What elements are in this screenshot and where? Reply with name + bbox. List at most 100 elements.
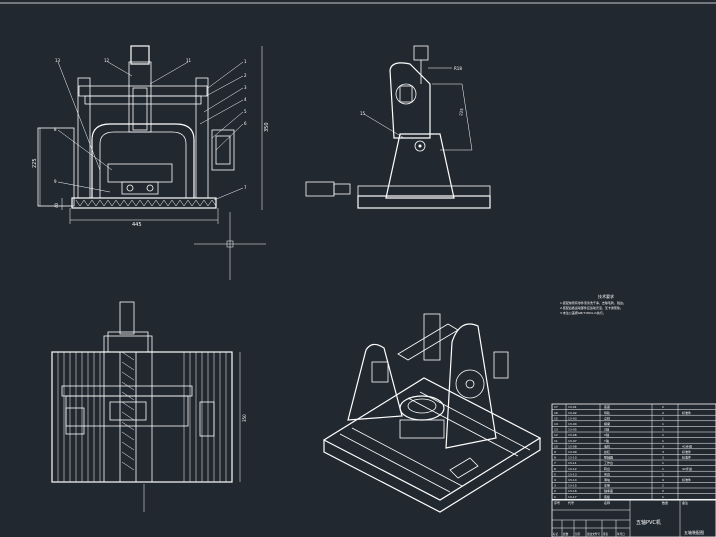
callout-label: 6 — [244, 121, 247, 126]
bom-cell-name: X轴 — [604, 432, 609, 437]
leader-5 — [211, 111, 244, 139]
right-motor-inner — [215, 135, 231, 165]
dim-side-line — [461, 83, 473, 151]
title-row-label: 更改文件号 — [587, 532, 600, 536]
bom-cell-no: 3 — [554, 484, 556, 488]
top-leadscrew — [119, 351, 137, 483]
gantry-rail — [84, 95, 202, 105]
arch-frame — [91, 123, 195, 198]
worktable — [107, 163, 173, 183]
iso-base-side — [323, 438, 541, 513]
bom-cell-name: 立柱 — [604, 415, 610, 420]
ucs-crosshair — [194, 212, 266, 280]
title-text: 五轴PVC机 — [636, 519, 661, 526]
left-bracket — [37, 127, 75, 207]
bom-cell-code: 13-07 — [568, 439, 577, 443]
bom-cell-no: 4 — [554, 478, 556, 482]
top-view[interactable]: 350 — [51, 301, 247, 512]
iso-gantry — [397, 323, 459, 361]
notes-line: 3.未注公差按GB/T1804-m执行。 — [560, 310, 606, 315]
callout-label: 13 — [55, 58, 61, 63]
bom-cell-code: 13-11 — [568, 461, 577, 465]
bom-cell-name: Y轴 — [604, 438, 609, 443]
bom-cell-qty: 2 — [662, 411, 664, 415]
callout-label: 7 — [244, 185, 247, 190]
leader-4 — [199, 99, 244, 125]
title-row-label: 标记 — [553, 532, 559, 536]
iso-rails — [339, 391, 531, 493]
side-rail — [357, 185, 491, 197]
bom-cell-code: 13-05 — [568, 428, 577, 432]
iso-left-upright — [347, 343, 403, 421]
rotary-table — [121, 181, 159, 195]
bom-cell-code: 13-10 — [568, 456, 577, 460]
leader-9 — [57, 181, 111, 193]
front-view[interactable]: 445 350 225 40 13 12 11 1 2 3 4 5 6 7 8 … — [32, 45, 270, 228]
bom-cell-name: 工作台 — [604, 460, 613, 465]
bom-cell-no: 16 — [554, 411, 558, 415]
bom-cell-qty: 2 — [662, 484, 664, 488]
bom-cell-name: 联轴器 — [604, 455, 613, 460]
bom-cell-name: 支架 — [604, 483, 610, 488]
bom-cell-name: 转台 — [604, 466, 610, 471]
callout-label: 1 — [244, 59, 247, 64]
bom-cell-no: 9 — [554, 450, 556, 454]
bom-cell-qty: 1 — [662, 433, 664, 437]
bom-cell-no: 14 — [554, 422, 558, 426]
bom-cell-name: 底座 — [604, 404, 610, 409]
side-left-coupler — [333, 183, 351, 195]
bom-header-note: 备注 — [682, 500, 688, 505]
side-left-motor — [305, 181, 335, 197]
bom-cell-note: 标准件 — [682, 449, 691, 454]
bom-cell-code: 13-02 — [568, 411, 577, 415]
bom-cell-qty: 2 — [662, 405, 664, 409]
leader-7 — [213, 187, 244, 201]
bom-cell-code: 13-16 — [568, 489, 577, 493]
bom-cell-qty: 1 — [662, 461, 664, 465]
z-motor — [130, 45, 150, 65]
title-row-label: 处数 — [563, 532, 569, 536]
leader-2 — [205, 75, 244, 97]
dim-right-text: 350 — [242, 414, 247, 422]
bom-header-code: 代号 — [568, 500, 574, 505]
title-row-label: 签名 — [603, 532, 609, 536]
bom-cell-no: 7 — [554, 461, 556, 465]
bom-cell-no: 17 — [554, 405, 558, 409]
leader-1 — [207, 61, 244, 89]
bom-cell-code: 13-01 — [568, 405, 577, 409]
z-carriage — [132, 87, 148, 131]
bom-cell-no: 10 — [554, 444, 558, 448]
bom-header-name: 名称 — [604, 500, 610, 505]
leader-3 — [203, 87, 244, 113]
bom-cell-code: 13-06 — [568, 433, 577, 437]
bom-header-no: 序号 — [554, 500, 560, 505]
bom-cell-name: 轴承座 — [604, 488, 613, 493]
side-view[interactable]: 225 R18 15 — [305, 45, 491, 209]
bom-cell-code: 13-09 — [568, 450, 577, 454]
dim-height-text: 350 — [264, 122, 270, 132]
iso-right-upright — [445, 323, 497, 449]
notes-heading: 技术要求 — [598, 293, 614, 299]
arch-frame-inner — [99, 131, 187, 198]
bom-cell-code: 13-08 — [568, 444, 577, 448]
bom-cell-qty: 1 — [662, 495, 664, 499]
callout-label: 3 — [244, 85, 247, 90]
notes-line: 1.装配前所有零件须清洗干净，去除毛刺、锐边。 — [560, 300, 626, 305]
iso-right-motor — [493, 351, 509, 379]
isometric-view[interactable] — [322, 313, 542, 513]
bom-cell-code: 13-13 — [568, 472, 577, 476]
dim-upper-text: R18 — [454, 66, 462, 71]
iso-left-motor — [371, 361, 389, 383]
callout-label: 2 — [244, 73, 247, 78]
z-axis-column — [128, 61, 152, 133]
bom-cell-note: 42步进 — [682, 466, 692, 471]
iso-table-base — [399, 419, 445, 439]
bom-cell-code: 13-03 — [568, 416, 577, 420]
title-row-label: 分区 — [575, 532, 581, 536]
top-frame — [51, 351, 233, 483]
bom-cell-qty: 1 — [662, 472, 664, 476]
dim-side-text: 225 — [458, 107, 464, 116]
bom-cell-code: 13-12 — [568, 467, 577, 471]
dim-width-text: 445 — [132, 222, 142, 228]
